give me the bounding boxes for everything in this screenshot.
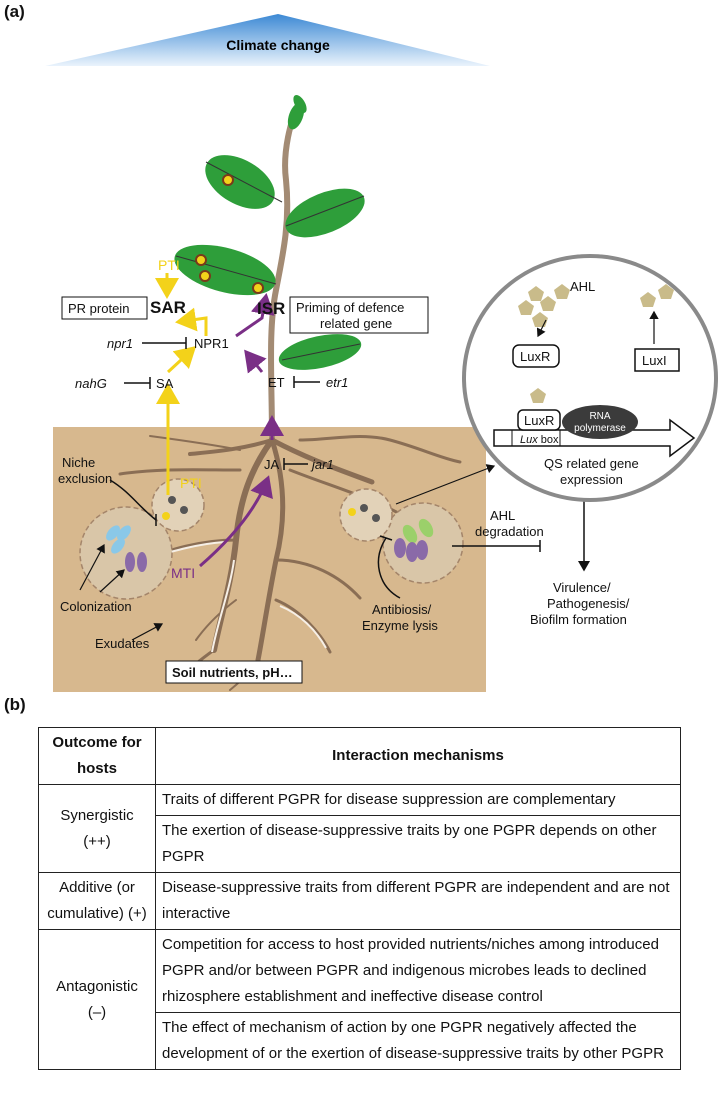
lux-box-label: Lux box [520,434,559,446]
jar1-label: jar1 [310,457,334,472]
luxi-box [634,348,680,372]
ahl-deg-line-2: degradation [475,524,544,539]
rhizosphere-left-big [79,506,173,600]
mechanism-cell: The exertion of disease-suppressive trai… [155,815,681,873]
niche-line-2: exclusion [58,471,112,486]
header-outcome: Outcome for hosts [38,727,156,785]
mti-label: MTI [171,565,195,581]
top-leaf-2 [293,94,307,114]
leaf-upper-left [205,155,275,209]
virulence-line-1: Virulence/ [553,580,611,595]
mechanism-cell: The effect of mechanism of action by one… [155,1012,681,1070]
antibiosis-line-2: Enzyme lysis [362,618,438,633]
ahl-label: AHL [570,279,595,294]
colonization-arrow-1 [79,543,105,591]
priming-line-1: Priming of defence [296,300,404,315]
npr1-gene-label: npr1 [107,336,133,351]
soil-label-box [165,660,303,684]
rna-pol-line-2: polymerase [574,423,626,434]
sar-label: SAR [150,298,186,317]
colonization-label: Colonization [60,599,132,614]
panel-b-label: (b) [4,695,26,714]
etr1-label: etr1 [326,375,348,390]
pti-top-label: PTI [158,257,180,273]
ja-label: JA [264,457,280,472]
plant-diagram: Climate change [45,14,718,692]
qs-line-1: QS related gene [544,456,639,471]
mechanisms-table: Outcome for hosts Interaction mechanisms… [38,727,681,1070]
ahl-pentagons [518,284,674,403]
ahl-deg-line-1: AHL [490,508,515,523]
sa-label: SA [156,376,174,391]
leaf-upper-right [285,188,365,238]
pr-protein-box [61,296,148,320]
mechanism-cell: Disease-suppressive traits from differen… [155,872,681,930]
climate-banner [45,14,490,66]
panel-a-label: (a) [4,2,25,21]
stem [268,107,299,441]
outcome-synergistic: Synergistic (++) [38,784,156,873]
mechanism-cell: Traits of different PGPR for disease sup… [155,784,681,816]
isr-label: ISR [257,299,285,318]
qs-line-2: expression [560,472,623,487]
rna-polymerase [562,405,638,439]
pti-pathway [155,273,208,495]
niche-exclusion-arrow [109,479,157,521]
outcome-antagonistic: Antagonistic (–) [38,929,156,1070]
rna-pol-line-1: RNA [589,411,610,422]
rhizosphere-right-small [339,488,393,542]
priming-box [289,296,429,334]
luxr-bound-box [517,409,561,431]
et-label: ET [268,375,285,390]
antibiosis-line-1: Antibiosis/ [372,602,432,617]
header-mechanisms: Interaction mechanisms [155,727,681,785]
luxr-label: LuxR [520,349,550,364]
npr1-label: NPR1 [194,336,229,351]
antibiosis-arrow [377,537,401,599]
colonization-arrow-2 [99,569,125,593]
virulence-line-2: Pathogenesis/ [547,596,630,611]
nahg-label: nahG [75,376,107,391]
soil-label: Soil nutrients, pH… [172,665,293,680]
luxr-bound-label: LuxR [524,413,554,428]
climate-change-label: Climate change [226,37,330,53]
mechanism-cell: Competition for access to host provided … [155,929,681,1013]
pr-protein-label: PR protein [68,301,129,316]
luxi-label: LuxI [642,353,667,368]
inhibitor-lines [124,337,541,552]
exudates-arrow [131,623,164,641]
virulence-line-3: Biofilm formation [530,612,627,627]
mti-pathway [199,293,284,568]
pti-root-label: PTI [180,475,202,491]
luxr-box [512,344,560,368]
exudates-label: Exudates [95,636,150,651]
niche-line-1: Niche [62,455,95,470]
outcome-additive: Additive (or cumulative) (+) [38,872,156,930]
priming-line-2: related gene [320,316,392,331]
qs-arrow [395,464,496,505]
